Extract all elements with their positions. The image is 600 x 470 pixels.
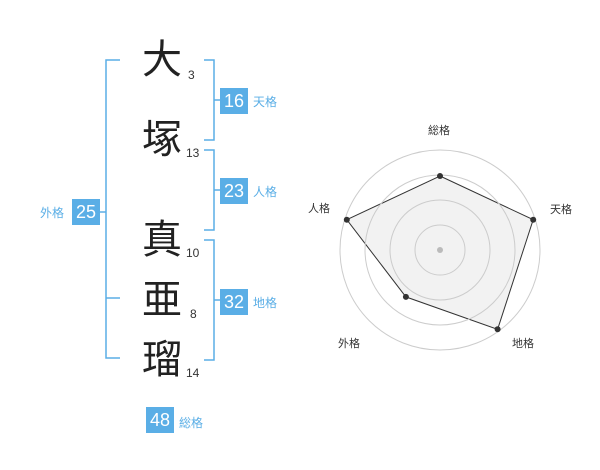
stroke-count-5: 14 xyxy=(186,366,200,380)
stroke-count-3: 10 xyxy=(186,246,200,260)
name-char-4: 亜 xyxy=(142,277,182,323)
tenkaku-label: 天格 xyxy=(253,95,278,109)
soukaku-value: 48 xyxy=(146,407,174,433)
chikaku-label: 地格 xyxy=(253,296,278,310)
radar-axis-label-jinkaku: 人格 xyxy=(308,202,330,215)
name-char-5: 瑠 xyxy=(142,337,182,383)
stroke-count-1: 3 xyxy=(188,68,195,82)
jinkaku-label: 人格 xyxy=(253,185,278,199)
radar-point-3 xyxy=(494,326,501,333)
gaikaku-bracket xyxy=(105,59,120,359)
radar-ring-4 xyxy=(339,149,541,351)
radar-axis-label-tenkaku: 天格 xyxy=(550,203,572,216)
radar-point-5 xyxy=(343,216,350,223)
radar-point-2 xyxy=(530,216,537,223)
radar-axis-label-soukaku: 総格 xyxy=(428,124,450,137)
tenkaku-value: 16 xyxy=(220,88,248,114)
radar-ring-1 xyxy=(414,224,466,276)
stroke-count-4: 8 xyxy=(190,307,197,321)
name-char-1: 大 xyxy=(142,37,182,83)
gaikaku-label: 外格 xyxy=(40,206,65,220)
name-char-2: 塚 xyxy=(142,117,182,163)
stroke-count-2: 13 xyxy=(186,146,200,160)
jinkaku-value: 23 xyxy=(220,178,248,204)
radar-ring-2 xyxy=(389,199,491,301)
radar-point-1 xyxy=(437,173,443,179)
chikaku-value: 32 xyxy=(220,289,248,315)
radar-center xyxy=(437,247,443,253)
radar-axis-label-gaikaku: 外格 xyxy=(338,337,360,350)
soukaku-label: 総格 xyxy=(179,416,204,430)
name-char-3: 真 xyxy=(142,217,182,263)
radar-point-4 xyxy=(402,293,409,300)
gaikaku-value: 25 xyxy=(72,199,100,225)
radar-axis-label-chikaku: 地格 xyxy=(512,337,534,350)
